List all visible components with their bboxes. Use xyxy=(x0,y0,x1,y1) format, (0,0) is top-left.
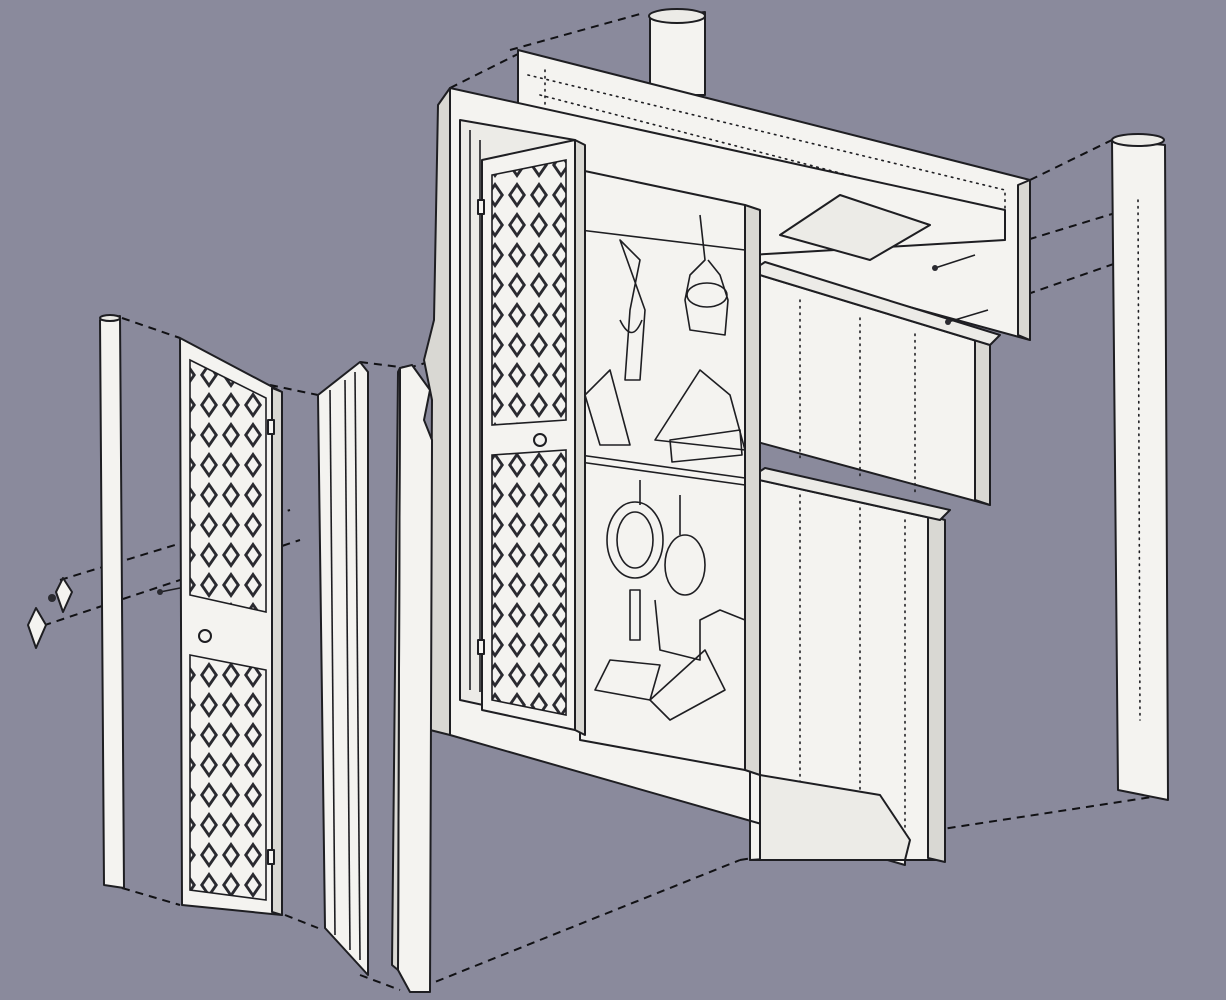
wall-screws xyxy=(157,254,989,595)
door-knob-parts xyxy=(27,577,73,649)
molding-strip-inner xyxy=(391,364,433,993)
displayed-objects xyxy=(584,214,746,721)
lattice-door-detached xyxy=(179,337,283,916)
wall-post xyxy=(648,8,706,96)
right-casing-strip xyxy=(1111,133,1169,801)
molding-strip-left xyxy=(317,361,369,976)
upper-back-board xyxy=(749,261,1001,506)
door-knob-icon xyxy=(533,433,547,447)
lower-back-board xyxy=(749,467,951,863)
open-lattice-door xyxy=(477,139,586,736)
detached-door-knob-icon xyxy=(198,629,212,643)
left-casing-strip xyxy=(99,314,125,889)
bottom-molding xyxy=(759,194,931,861)
